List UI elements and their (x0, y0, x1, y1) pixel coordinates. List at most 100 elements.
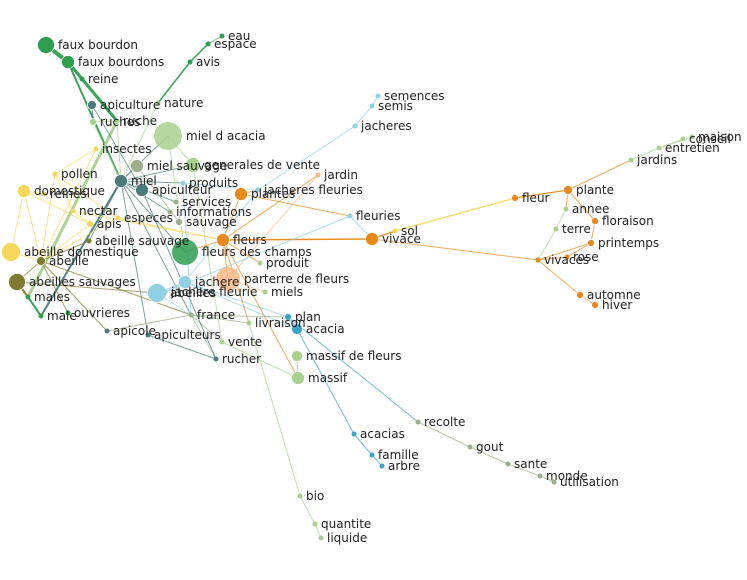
node-jachere[interactable] (178, 275, 192, 289)
node-vivaces[interactable] (535, 257, 541, 263)
node-printemps[interactable] (587, 239, 595, 247)
node-abeille_domestique[interactable] (1, 242, 21, 262)
label-eau: eau (228, 29, 250, 43)
node-parterre_fleurs[interactable] (216, 267, 240, 291)
label-apis: apis (97, 217, 122, 231)
node-faux_bourdon[interactable] (37, 36, 55, 54)
node-apicole[interactable] (104, 328, 110, 334)
node-ouvrieres[interactable] (65, 310, 71, 316)
node-vente[interactable] (219, 339, 225, 345)
label-monde: monde (546, 469, 588, 483)
node-jardin[interactable] (315, 172, 321, 178)
node-ruche[interactable] (114, 118, 120, 124)
node-massif[interactable] (291, 371, 305, 385)
edge-eau-espace (207, 35, 223, 45)
node-semences[interactable] (375, 93, 381, 99)
node-sauvage[interactable] (175, 218, 183, 226)
node-reine[interactable] (79, 76, 85, 82)
node-jacheres_fleuries[interactable] (255, 187, 261, 193)
node-produits[interactable] (180, 180, 186, 186)
node-reines[interactable] (41, 191, 47, 197)
node-produit[interactable] (257, 260, 263, 266)
node-informations[interactable] (167, 209, 173, 215)
node-terre[interactable] (553, 226, 559, 232)
node-apiculteurs[interactable] (145, 332, 151, 338)
node-espace[interactable] (205, 41, 211, 47)
node-plantes[interactable] (234, 187, 248, 201)
node-jacheres[interactable] (352, 123, 358, 129)
label-domestique: domestique (34, 184, 105, 198)
node-livraison[interactable] (246, 320, 252, 326)
node-abeille_sauvage[interactable] (86, 238, 92, 244)
node-rucher[interactable] (213, 356, 219, 362)
node-bio[interactable] (297, 493, 303, 499)
node-services[interactable] (173, 199, 179, 205)
node-liquide[interactable] (318, 535, 324, 541)
node-fleurs_champs[interactable] (172, 239, 198, 265)
edge-ruches-ruche (92, 120, 118, 123)
node-monde[interactable] (537, 473, 543, 479)
label-faux_bourdons: faux bourdons (78, 55, 164, 69)
label-gout: gout (476, 440, 504, 454)
node-hiver[interactable] (591, 301, 599, 309)
node-abeilles_sauvages[interactable] (8, 273, 26, 291)
node-generales_vente[interactable] (185, 157, 201, 173)
node-miel_acacia[interactable] (154, 122, 182, 150)
node-gout[interactable] (467, 444, 473, 450)
node-miel_sauvage[interactable] (130, 159, 144, 173)
node-vivace[interactable] (365, 232, 379, 246)
edge-vivaces-automne (537, 259, 581, 296)
node-massif_fleurs[interactable] (291, 350, 303, 362)
node-floraison[interactable] (591, 217, 599, 225)
edge-quantite-liquide (314, 523, 322, 539)
node-annee[interactable] (563, 206, 569, 212)
node-pollen[interactable] (52, 171, 58, 177)
label-famille: famille (378, 448, 419, 462)
node-nectar[interactable] (70, 208, 76, 214)
node-faux_bourdons[interactable] (61, 55, 75, 69)
label-rose: rose (573, 250, 599, 264)
label-fleur: fleur (522, 191, 550, 205)
node-france[interactable] (188, 312, 194, 318)
node-apiculteur[interactable] (135, 183, 149, 197)
node-maison[interactable] (689, 134, 695, 140)
node-sante[interactable] (505, 461, 511, 467)
node-sol[interactable] (392, 228, 398, 234)
node-fleurs[interactable] (216, 233, 230, 247)
node-abeille[interactable] (36, 256, 46, 266)
node-males[interactable] (25, 294, 31, 300)
node-jardins[interactable] (628, 157, 634, 163)
node-nature[interactable] (155, 100, 161, 106)
node-conseil[interactable] (680, 136, 686, 142)
node-acacia[interactable] (291, 323, 303, 335)
node-miels[interactable] (262, 289, 268, 295)
node-arbre[interactable] (379, 463, 385, 469)
node-domestique[interactable] (17, 184, 31, 198)
node-fleur[interactable] (511, 194, 519, 202)
label-livraison: livraison (255, 316, 306, 330)
node-utilisation[interactable] (551, 479, 557, 485)
node-insectes[interactable] (93, 146, 99, 152)
label-nectar: nectar (79, 204, 118, 218)
node-quantite[interactable] (312, 521, 318, 527)
node-rose[interactable] (564, 254, 570, 260)
node-entretien[interactable] (656, 145, 662, 151)
node-male[interactable] (38, 313, 44, 319)
node-plante[interactable] (563, 185, 573, 195)
node-apiculture[interactable] (87, 100, 97, 110)
node-ruches[interactable] (89, 118, 97, 126)
node-especes[interactable] (115, 215, 121, 221)
node-famille[interactable] (369, 452, 375, 458)
node-jachere_fleurie[interactable] (162, 289, 168, 295)
edge-acacia-acacias (296, 328, 355, 435)
node-fleuries[interactable] (347, 213, 353, 219)
node-eau[interactable] (219, 33, 225, 39)
node-recolte[interactable] (415, 419, 421, 425)
node-semis[interactable] (369, 103, 375, 109)
node-avis[interactable] (187, 59, 193, 65)
node-miel[interactable] (114, 174, 128, 188)
node-acacias[interactable] (351, 431, 357, 437)
node-automne[interactable] (576, 291, 584, 299)
node-apis[interactable] (86, 220, 94, 228)
node-plan[interactable] (284, 313, 292, 321)
